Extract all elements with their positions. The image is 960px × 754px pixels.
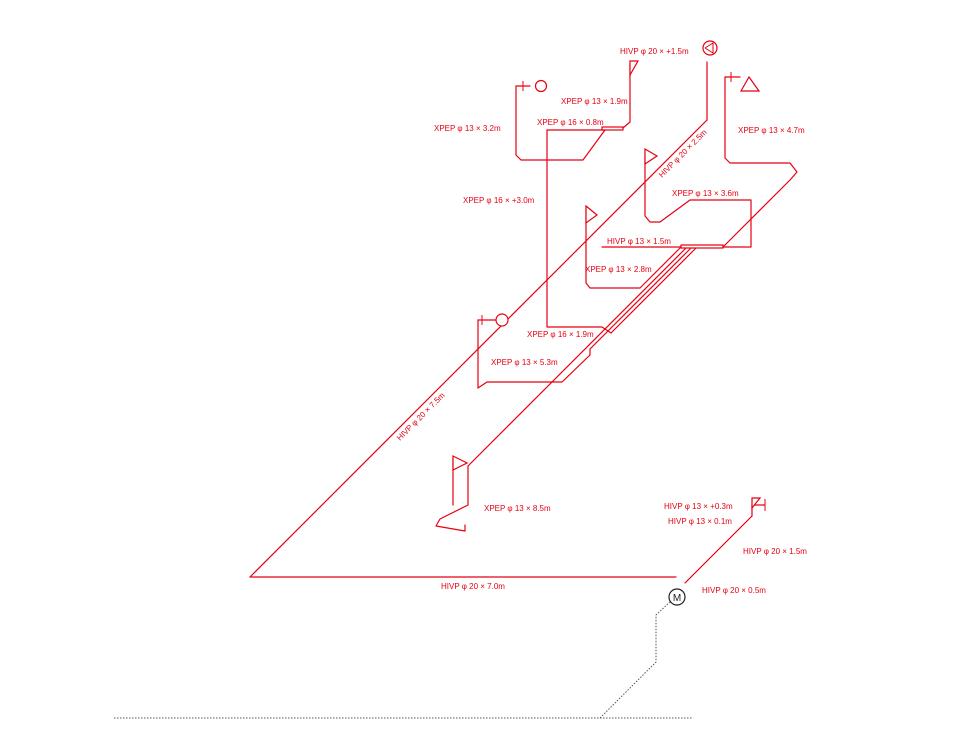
pipe-branch-4-7 xyxy=(722,76,798,248)
label-13-8-5: XPEP φ 13 × 8.5m xyxy=(484,504,551,513)
label-top-hivp: HIVP φ 20 × +1.5m xyxy=(620,47,689,56)
faucet-flag-icon xyxy=(644,147,659,166)
pipe-branch-3-2 xyxy=(515,85,606,161)
label-hivp-13-0-1: HIVP φ 13 × 0.1m xyxy=(668,517,732,526)
meter-symbol: M xyxy=(673,593,681,604)
pipe-branch-8-5 xyxy=(435,465,469,532)
pipe-trunk-b xyxy=(589,247,692,356)
valve-arrow-icon xyxy=(704,42,714,54)
label-hivp-2-5: HIVP φ 20 × 2.5m xyxy=(657,128,709,180)
faucet-flag-icon xyxy=(751,497,762,510)
faucet-flag-icon xyxy=(629,60,640,78)
label-16-1-9: XPEP φ 16 × 1.9m xyxy=(527,330,594,339)
pipe-branch-16-1-9 xyxy=(546,129,612,334)
label-13-2-8: XPEP φ 13 × 2.8m xyxy=(585,265,652,274)
faucet-flag-icon xyxy=(452,455,469,471)
label-hivp-20-0-5: HIVP φ 20 × 0.5m xyxy=(702,586,766,595)
label-hivp-13-0-3: HIVP φ 13 × +0.3m xyxy=(664,502,733,511)
pipe-branch-5-3 xyxy=(477,319,591,389)
pipe-branch-2-8 xyxy=(585,209,681,289)
header-manifold xyxy=(680,244,724,249)
label-13-3-2: XPEP φ 13 × 3.2m xyxy=(434,124,501,133)
service-line xyxy=(599,599,673,719)
label-13-1-9: XPEP φ 13 × 1.9m xyxy=(561,97,628,106)
label-hivp-20-7-0: HIVP φ 20 × 7.0m xyxy=(441,582,505,591)
label-13-3-6: XPEP φ 13 × 3.6m xyxy=(672,189,739,198)
label-13-4-7: XPEP φ 13 × 4.7m xyxy=(738,126,805,135)
faucet-triangle-icon xyxy=(739,75,761,92)
label-hivp-7-5: HIVP φ 20 × 7.5m xyxy=(395,391,447,443)
pipe-lower-right xyxy=(684,515,753,584)
pipe-trunk-a xyxy=(467,247,687,467)
label-16-3-0: XPEP φ 16 × +3.0m xyxy=(463,196,535,205)
faucet-flag-icon xyxy=(585,204,598,225)
label-16-0-8: XPEP φ 16 × 0.8m xyxy=(537,118,604,127)
label-hivp-13-1-5: HIVP φ 13 × 1.5m xyxy=(607,237,671,246)
pipe-trunk-c xyxy=(610,247,697,334)
pipe-branch-1-9 xyxy=(622,63,631,129)
label-hivp-20-1-5: HIVP φ 20 × 1.5m xyxy=(743,547,807,556)
label-13-5-3: XPEP φ 13 × 5.3m xyxy=(491,358,558,367)
faucet-circle-icon xyxy=(495,313,509,327)
faucet-circle-icon xyxy=(534,79,548,93)
water-meter-icon xyxy=(668,588,686,606)
pipe-branch-3-6 xyxy=(644,154,752,248)
